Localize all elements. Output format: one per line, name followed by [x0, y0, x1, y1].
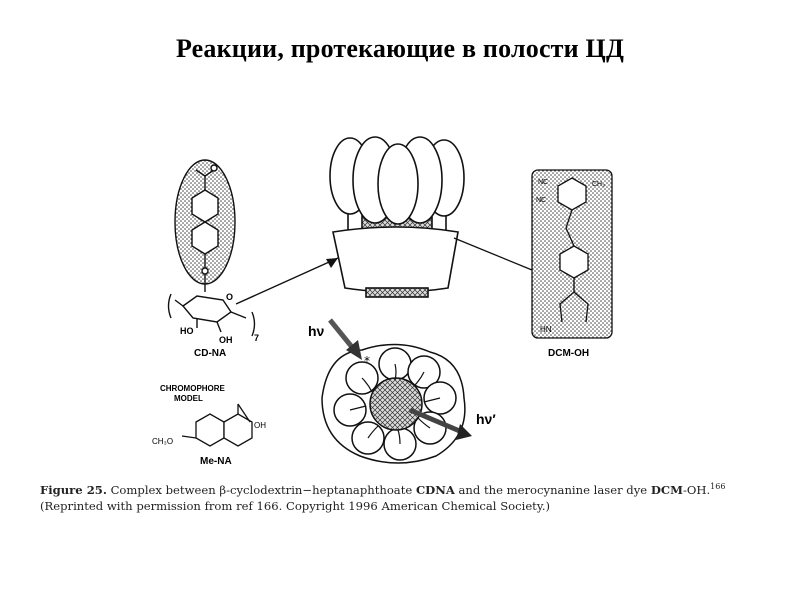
figure-caption: Figure 25. Complex between β-cyclodextri… — [40, 479, 780, 514]
caption-figure-label: Figure 25. — [40, 482, 107, 497]
sugar-oh-label: OH — [219, 335, 233, 345]
caption-dcm: DCM — [650, 482, 683, 497]
dcm-nc2-label: NC — [536, 197, 546, 204]
complex-side-view — [329, 136, 465, 298]
arrow-cdna-to-complex — [235, 257, 339, 305]
dcm-ch3-label: CH₃ — [592, 181, 605, 188]
arrow-dcm-to-complex — [453, 237, 533, 271]
me-na-ch3o-label: CH₃O — [152, 437, 173, 446]
excitation-arrow — [328, 318, 362, 360]
model-label: MODEL — [174, 394, 203, 403]
cd-na-label: CD-NA — [194, 348, 226, 359]
me-na-oh-label: OH — [254, 421, 266, 430]
caption-line2: (Reprinted with permission from ref 166.… — [40, 498, 551, 513]
sugar-o-label: O — [226, 292, 233, 302]
dcm-nc1-label: NC — [538, 179, 548, 186]
cd-na-structure — [167, 159, 256, 337]
page-title: Реакции, протекающие в полости ЦД — [175, 34, 625, 63]
caption-ref-sup: 166 — [710, 482, 726, 491]
caption-cdna: CDNA — [415, 482, 455, 497]
sugar-ho-label: HO — [180, 326, 194, 336]
star-mark: * — [364, 354, 370, 368]
caption-part2: and the merocynanine laser dye — [458, 482, 648, 497]
hv-out-label: hν′ — [476, 411, 496, 427]
me-na-label: Me-NA — [200, 456, 232, 467]
hv-in-label: hν — [308, 323, 325, 339]
dcm-oh-label: DCM-OH — [548, 348, 589, 359]
complex-top-view — [321, 343, 466, 464]
emission-arrow — [409, 407, 472, 440]
repeat-subscript: 7 — [254, 333, 259, 343]
dcm-oh-structure — [531, 169, 613, 339]
dcm-hn-label: HN — [540, 325, 552, 334]
chromophore-label: CHROMOPHORE — [160, 384, 226, 393]
me-na-structure — [181, 403, 253, 447]
caption-part1: Complex between β-cyclodextrin−heptanaph… — [110, 482, 413, 497]
caption-part3: -OH. — [682, 482, 711, 497]
